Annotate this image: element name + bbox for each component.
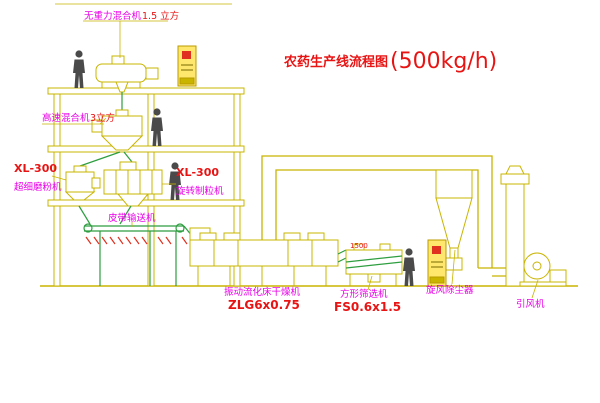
pit-hatch [85, 236, 188, 245]
id-fan [519, 252, 567, 287]
fluid-bed-dryer [183, 225, 347, 286]
label-dryer-model: ZLG6x0.75 [228, 298, 300, 312]
worker-figure-1 [73, 50, 85, 88]
label-belt-conveyor: 皮带输送机 [108, 212, 156, 224]
label-high-speed-mixer: 高速混合机 [42, 112, 90, 124]
leader-lines [42, 20, 539, 299]
high-speed-mixer [91, 109, 144, 151]
label-fan: 引风机 [516, 298, 545, 310]
control-panel-1 [177, 45, 197, 87]
label-sieve-model: FS0.6x1.5 [334, 300, 401, 314]
granulator [103, 161, 163, 225]
worker-figure-4 [403, 248, 415, 286]
label-high-speed-mixer-size: 3立方 [90, 112, 115, 124]
square-sieve [345, 243, 403, 286]
label-granulator-model: XL-300 [176, 166, 219, 179]
label-mill-name: 超细磨粉机 [14, 181, 62, 193]
cyclone-separator [435, 169, 473, 271]
belt-conveyor [83, 223, 185, 286]
labels: 农药生产线流程图 (500kg/h) 无重力混合机 1.5 立方 高速混合机 3… [14, 10, 545, 314]
exhaust-stack [500, 165, 530, 287]
label-sieve-name: 方形筛选机 [340, 288, 388, 300]
fine-mill [64, 165, 101, 225]
label-top-mixer-size: 1.5 立方 [142, 10, 179, 22]
label-mill-model: XL-300 [14, 162, 57, 175]
label-top-mixer: 无重力混合机 [84, 10, 142, 22]
dimension-sieve: 1500 [350, 242, 368, 250]
control-panel-2 [427, 239, 447, 287]
label-cyclone: 旋风除尘器 [426, 284, 474, 296]
title-main: 农药生产线流程图 [283, 54, 388, 70]
gravity-mixer [95, 55, 159, 93]
title-capacity: (500kg/h) [390, 49, 497, 74]
y-chute [79, 151, 133, 167]
label-dryer-name: 振动流化床干燥机 [224, 286, 301, 298]
label-granulator-name: 旋转制粒机 [176, 185, 224, 197]
